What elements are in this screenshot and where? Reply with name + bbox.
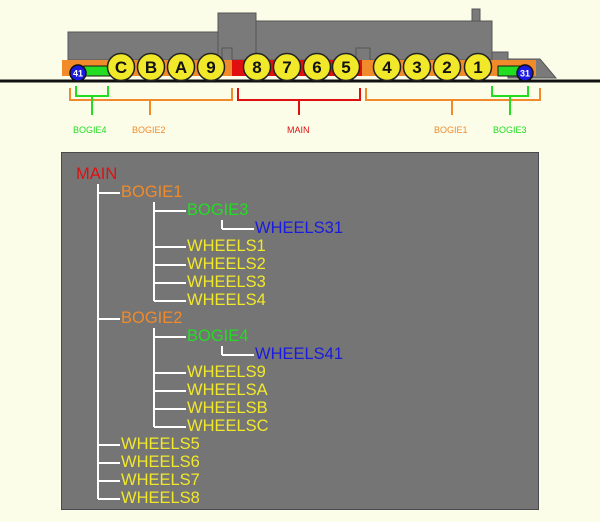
tree-node-wheels5: WHEELS5: [121, 435, 200, 453]
wheel-8: 8: [242, 52, 272, 82]
wheel-3: 3: [402, 52, 432, 82]
wheel-label: 4: [382, 58, 392, 77]
label-bogie4: BOGIE4: [73, 125, 107, 135]
tree-node-wheels3: WHEELS3: [187, 273, 266, 291]
label-bogie1: BOGIE1: [434, 125, 468, 135]
wheel-circle: [331, 52, 361, 82]
wheel-circle: [402, 52, 432, 82]
wheel-5: 5: [331, 52, 361, 82]
wheel-B: B: [136, 52, 166, 82]
tree-node-bogie3: BOGIE3: [187, 201, 249, 219]
wheel-7: 7: [272, 52, 302, 82]
tree-node-wheels41: WHEELS41: [255, 345, 344, 363]
label-bogie2: BOGIE2: [132, 125, 166, 135]
small-wheel-41: 41: [69, 64, 87, 82]
wheel-label: A: [175, 58, 187, 77]
wheel-4: 4: [372, 52, 402, 82]
wheel-A: A: [166, 52, 196, 82]
wheel-C: C: [106, 52, 136, 82]
wheel-circle: [372, 52, 402, 82]
tree-node-wheelsb: WHEELSB: [187, 399, 268, 417]
bracket-bogie3: [491, 86, 529, 115]
tree-node-wheelsa: WHEELSA: [187, 381, 268, 399]
wheel-6: 6: [302, 52, 332, 82]
tree-node-wheels31: WHEELS31: [255, 219, 344, 237]
tree-node-wheels7: WHEELS7: [121, 471, 200, 489]
tree-node-wheels1: WHEELS1: [187, 237, 266, 255]
wheel-circle: [302, 52, 332, 82]
tree-node-bogie1: BOGIE1: [121, 183, 183, 201]
wheel-label: 9: [206, 58, 215, 77]
wheel-label: B: [145, 58, 157, 77]
wheel-label: 5: [341, 58, 350, 77]
wheel-circle: [432, 52, 462, 82]
bracket-bogie1: [365, 88, 541, 115]
small-wheel-41-label: 41: [73, 69, 83, 79]
tree-node-main: MAIN: [76, 165, 118, 183]
wheel-circle: [463, 52, 493, 82]
tree-node-wheels6: WHEELS6: [121, 453, 200, 471]
label-main: MAIN: [287, 125, 310, 135]
small-wheel-31: 31: [516, 64, 534, 82]
wheel-9: 9: [196, 52, 226, 82]
wheel-label: C: [115, 58, 127, 77]
wheel-circle: [196, 52, 226, 82]
tree-node-bogie2: BOGIE2: [121, 309, 183, 327]
tree-node-wheels9: WHEELS9: [187, 363, 266, 381]
wheel-circle: [242, 52, 272, 82]
tree-node-wheelsc: WHEELSC: [187, 417, 269, 435]
tree-node-wheels8: WHEELS8: [121, 489, 200, 507]
tree-node-wheels2: WHEELS2: [187, 255, 266, 273]
wheel-2: 2: [432, 52, 462, 82]
tree-connectors: [97, 184, 254, 500]
wheel-label: 7: [282, 58, 291, 77]
wheel-label: 1: [473, 58, 482, 77]
bracket-main: [237, 88, 361, 115]
wheel-label: 3: [412, 58, 421, 77]
label-bogie3: BOGIE3: [493, 125, 527, 135]
bogie4-frame: [83, 65, 111, 77]
bracket-bogie4: [75, 86, 109, 115]
wheel-circle: [166, 52, 196, 82]
wheel-label: 6: [312, 58, 321, 77]
wheel-circle: [136, 52, 166, 82]
tree-node-wheels4: WHEELS4: [187, 291, 266, 309]
wheel-label: 8: [252, 58, 261, 77]
small-wheel-31-label: 31: [520, 69, 530, 79]
wheel-circle: [272, 52, 302, 82]
wheel-1: 1: [463, 52, 493, 82]
bracket-bogie2: [69, 88, 233, 115]
wheel-circle: [106, 52, 136, 82]
tree-node-bogie4: BOGIE4: [187, 327, 249, 345]
wheel-label: 2: [442, 58, 451, 77]
